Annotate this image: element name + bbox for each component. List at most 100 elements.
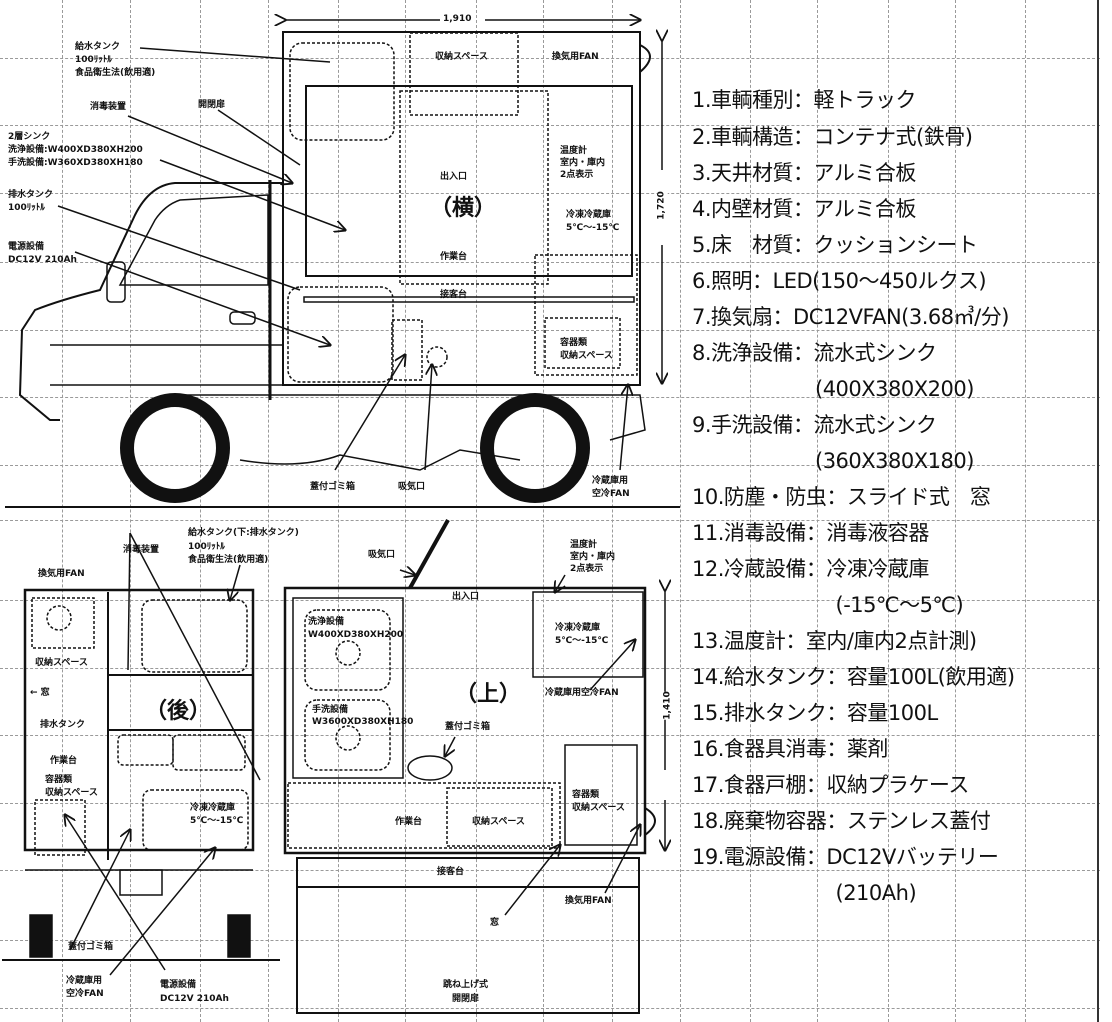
leader-line xyxy=(109,848,215,976)
grid-line xyxy=(888,0,889,1022)
label-trash: 蓋付ゴミ箱 xyxy=(310,482,356,492)
spec-item: 9.手洗設備：流水式シンク xyxy=(692,413,937,437)
spec-item: 13.温度計：室内/庫内2点計測) xyxy=(692,629,977,653)
label-rear-worktable: 作業台 xyxy=(50,756,78,766)
spec-item: 5.床 材質：クッションシート xyxy=(692,233,978,257)
leader-line xyxy=(139,47,331,63)
grid-line xyxy=(0,1008,1100,1009)
freezer-outline xyxy=(142,789,249,851)
leader-line xyxy=(217,109,301,166)
label-intake: 吸気口 xyxy=(398,482,426,492)
label-rear-water-standard: 食品衛生法(飲用適) xyxy=(188,555,269,565)
grid-line xyxy=(0,58,1100,59)
label-water-tank-capacity: 100ﾘｯﾄﾙ xyxy=(75,55,112,65)
dish-storage-outline xyxy=(544,317,621,369)
spec-item: 15.排水タンク：容量100L xyxy=(692,701,938,725)
spec-item: 3.天井材質：アルミ合板 xyxy=(692,161,916,185)
leader-line xyxy=(65,815,166,971)
label-top-counter: 接客台 xyxy=(437,867,465,877)
label-thermometer-display: 2点表示 xyxy=(560,170,594,180)
side-view-truck xyxy=(5,20,680,508)
spec-item: 19.電源設備：DC12Vバッテリー xyxy=(692,845,999,869)
label-rear-power: 電源設備 xyxy=(160,980,197,990)
label-door: 開閉扉 xyxy=(198,100,226,110)
spec-item: 12.冷蔵設備：冷凍冷蔵庫 xyxy=(692,557,929,581)
label-top-intake: 吸気口 xyxy=(368,550,396,560)
storage-outline xyxy=(399,90,549,285)
freezer-box xyxy=(532,591,644,678)
dim-height: 1,720 xyxy=(656,191,668,220)
grid-line xyxy=(200,0,201,1022)
grid-line xyxy=(0,870,1100,871)
vent-fan-outline xyxy=(31,597,95,649)
dim-depth: 1,410 xyxy=(662,691,674,720)
grid-line xyxy=(0,465,1100,466)
leader-line xyxy=(74,251,330,345)
label-top-hand-sink-dim: W3600XD380XH180 xyxy=(312,717,414,727)
leader-line xyxy=(619,385,628,471)
sink-outline xyxy=(117,734,174,766)
label-top-thermometer: 温度計 xyxy=(570,540,598,550)
rear-body-outline xyxy=(23,588,255,852)
grid-line xyxy=(1025,0,1026,1022)
grid-line xyxy=(0,668,1100,669)
side-view-title: （横） xyxy=(430,196,497,221)
label-vent-fan: 換気用FAN xyxy=(552,52,599,62)
label-water-tank-standard: 食品衛生法(飲用適) xyxy=(75,68,156,78)
leader-line xyxy=(334,355,405,471)
freezer-outline xyxy=(534,254,638,376)
sink-counter xyxy=(292,597,404,779)
dim-width: 1,910 xyxy=(440,14,475,25)
label-top-flip-door: 跳ね上げ式 xyxy=(443,980,489,990)
wheel xyxy=(120,393,230,503)
leader-line xyxy=(504,845,560,916)
drain-circle xyxy=(335,725,361,751)
intake-outline xyxy=(426,346,448,368)
grid-line xyxy=(0,940,1100,941)
label-dish-storage-2: 収納スペース xyxy=(560,351,613,361)
label-top-entrance: 出入口 xyxy=(452,592,480,602)
label-rear-trash: 蓋付ゴミ箱 xyxy=(68,942,114,952)
grid-line xyxy=(0,262,1100,263)
label-entrance: 出入口 xyxy=(440,172,468,182)
side-mirror xyxy=(106,261,126,303)
label-wash-sink: 洗浄設備:W400XD380XH200 xyxy=(8,145,143,155)
label-top-vent-fan: 換気用FAN xyxy=(565,896,612,906)
grid-line xyxy=(0,735,1100,736)
dish-storage-outline xyxy=(34,799,86,856)
label-water-tank: 給水タンク xyxy=(75,42,121,52)
label-rear-power-spec: DC12V 210Ah xyxy=(160,994,229,1004)
spec-item: 17.食器戸棚：収納プラケース xyxy=(692,773,969,797)
license-plate xyxy=(119,869,163,896)
worktable-outline xyxy=(287,782,561,849)
grid-line xyxy=(612,0,613,1022)
spec-item: (400X380X200) xyxy=(692,377,974,401)
counter-flip-door xyxy=(296,857,640,1014)
spec-item: 18.廃棄物容器：ステンレス蓋付 xyxy=(692,809,991,833)
label-top-flip-door-2: 開閉扉 xyxy=(452,994,480,1004)
top-view-title: （上） xyxy=(455,682,522,707)
vent-fan xyxy=(639,44,651,73)
label-hand-sink: 手洗設備:W360XD380XH180 xyxy=(8,158,143,168)
label-top-storage: 収納スペース xyxy=(472,817,525,827)
grid-line xyxy=(476,0,477,1022)
rear-view-title: （後） xyxy=(145,699,212,724)
label-top-trash: 蓋付ゴミ箱 xyxy=(445,722,491,732)
spec-item: 16.食器具消毒：薬剤 xyxy=(692,737,888,761)
spec-item: 1.車輌種別：軽トラック xyxy=(692,88,917,112)
label-rear-freezer-temp: 5℃〜-15℃ xyxy=(190,816,244,826)
top-view-plan xyxy=(283,519,665,1014)
grid-line xyxy=(543,0,544,1022)
grid-line xyxy=(0,125,1100,126)
storage-outline xyxy=(409,32,519,116)
spec-item: (-15℃〜5℃) xyxy=(692,593,964,617)
top-body-outline xyxy=(283,586,647,855)
grid-line xyxy=(268,0,269,1022)
label-rear-fridge-fan-2: 空冷FAN xyxy=(66,989,104,999)
cab-window xyxy=(118,194,269,286)
storage-outline xyxy=(446,787,553,847)
leader-line xyxy=(57,205,301,291)
wheel xyxy=(480,393,590,503)
